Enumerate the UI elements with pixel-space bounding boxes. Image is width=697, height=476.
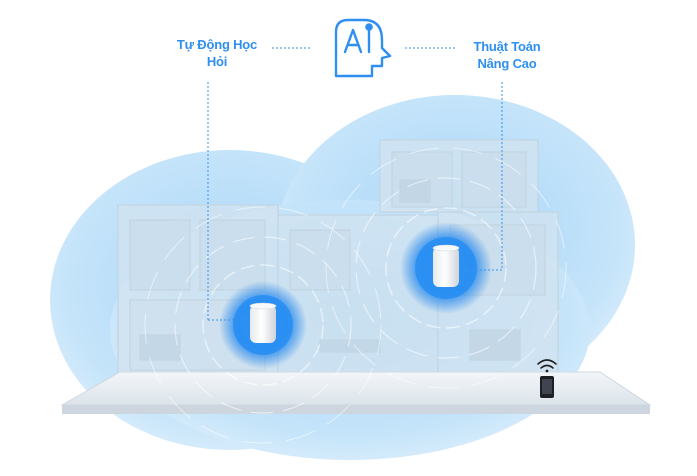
feature-label-advanced-algorithm: Thuật Toán Nâng Cao bbox=[452, 38, 562, 72]
mesh-router-icon bbox=[400, 222, 492, 314]
feature-label-line: Nâng Cao bbox=[477, 56, 537, 71]
feature-label-line: Thuật Toán bbox=[473, 39, 541, 54]
signal-rings-left bbox=[144, 206, 382, 444]
feature-label-line: Tự Động Học bbox=[176, 37, 258, 52]
mesh-router-icon bbox=[219, 281, 307, 369]
feature-label-auto-learning: Tự Động Học Hỏi bbox=[162, 36, 272, 70]
smartphone-icon bbox=[540, 376, 554, 398]
connector-lines bbox=[207, 47, 503, 321]
signal-rings-right bbox=[325, 147, 567, 389]
feature-label-line: Hỏi bbox=[206, 54, 228, 69]
ai-learning-icon bbox=[334, 18, 392, 78]
house-floor bbox=[60, 371, 652, 414]
wifi-signal-icon bbox=[537, 359, 557, 373]
